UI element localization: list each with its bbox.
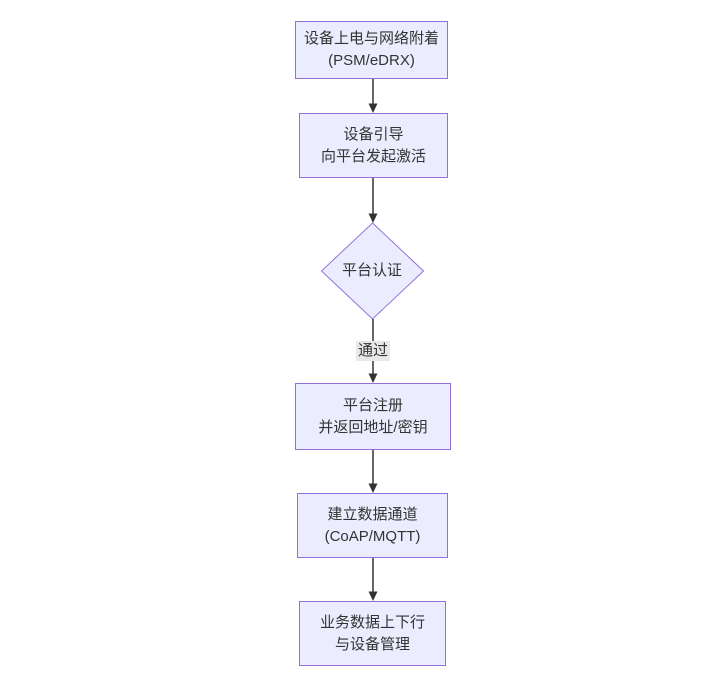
node-bootstrap: 设备引导 向平台发起激活 [299,113,448,178]
node-business-line1: 业务数据上下行 [319,613,425,631]
arrowhead-icon [368,373,378,383]
node-bootstrap-line2: 向平台发起激活 [320,147,426,165]
node-register-line1: 平台注册 [342,396,403,414]
node-channel-line1: 建立数据通道 [327,505,418,523]
arrowhead-icon [368,483,378,493]
node-register-line2: 并返回地址/密钥 [318,418,428,436]
arrowhead-icon [368,103,378,113]
edge-bootstrap-auth [368,178,378,223]
node-attach: 设备上电与网络附着 (PSM/eDRX) [295,21,448,79]
node-business-line2: 与设备管理 [334,635,410,653]
node-register: 平台注册 并返回地址/密钥 [295,383,451,450]
node-auth-label: 平台认证 [341,262,403,279]
edge-attach-bootstrap [368,79,378,113]
node-channel-line2: (CoAP/MQTT) [324,527,421,545]
edge-channel-business [368,558,378,601]
arrowhead-icon [368,591,378,601]
node-channel: 建立数据通道 (CoAP/MQTT) [297,493,448,558]
node-business: 业务数据上下行 与设备管理 [299,601,446,666]
edge-register-channel [368,450,378,493]
arrowhead-icon [368,213,378,223]
node-attach-line2: (PSM/eDRX) [328,52,415,69]
node-bootstrap-line1: 设备引导 [343,125,404,143]
node-attach-line1: 设备上电与网络附着 [303,30,439,47]
edge-label-pass: 通过 [355,341,391,361]
